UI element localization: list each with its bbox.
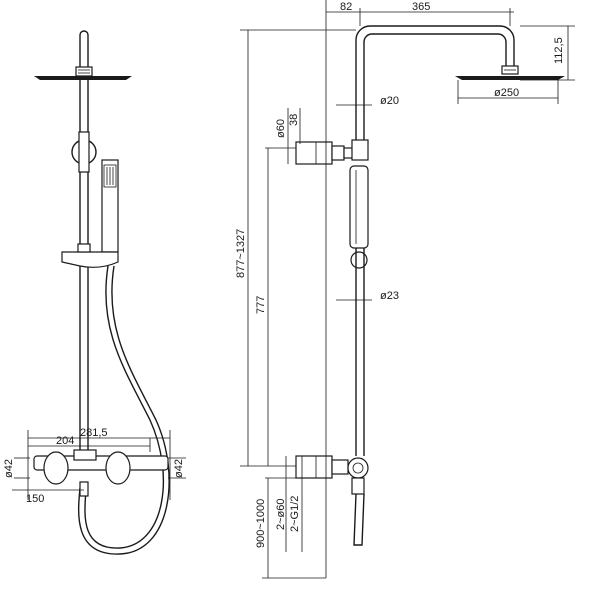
dimension-labels: 82 365 112,5 ø250 ø60 38 ø20 877~1327 77… bbox=[3, 1, 565, 548]
dim-2-60: 2~ø60 bbox=[275, 499, 287, 531]
dim-82: 82 bbox=[340, 1, 352, 13]
side-view bbox=[240, 0, 575, 579]
front-hand-shower bbox=[101, 159, 119, 253]
front-slider-holder bbox=[61, 243, 119, 268]
dim-365: 365 bbox=[412, 1, 430, 13]
dim-150: 150 bbox=[26, 493, 44, 505]
front-view bbox=[12, 30, 186, 555]
side-wall-bracket-upper bbox=[295, 139, 369, 165]
front-riser-top bbox=[79, 30, 89, 67]
side-hand-shower bbox=[349, 165, 369, 269]
dim-877-1327: 877~1327 bbox=[235, 229, 247, 278]
front-mixer-body bbox=[33, 449, 169, 497]
dim-23: ø23 bbox=[380, 290, 399, 302]
dim-281-5: 281,5 bbox=[80, 427, 108, 439]
dimension-lines-side bbox=[240, 8, 575, 579]
dim-112-5: 112,5 bbox=[553, 37, 565, 64]
dim-250: ø250 bbox=[494, 87, 519, 99]
dim-204: 204 bbox=[56, 435, 74, 447]
dim-60: ø60 bbox=[275, 119, 287, 138]
dimension-lines-front bbox=[12, 430, 186, 500]
front-riser-clamp bbox=[71, 131, 97, 173]
dim-2-g12: 2~G1/2 bbox=[289, 496, 301, 532]
dim-777: 777 bbox=[255, 296, 267, 314]
front-shower-head bbox=[34, 66, 132, 80]
front-hose bbox=[84, 265, 165, 549]
dim-42-right: ø42 bbox=[173, 459, 185, 478]
side-shower-head bbox=[455, 76, 565, 80]
side-riser-pipe bbox=[355, 248, 365, 456]
dim-900-1000: 900~1000 bbox=[255, 499, 267, 548]
dim-42-left: ø42 bbox=[3, 459, 15, 478]
dim-20: ø20 bbox=[380, 95, 399, 107]
side-overhead-arm bbox=[355, 25, 515, 145]
side-wall-bracket-lower bbox=[295, 455, 369, 495]
dim-38: 38 bbox=[288, 114, 300, 126]
